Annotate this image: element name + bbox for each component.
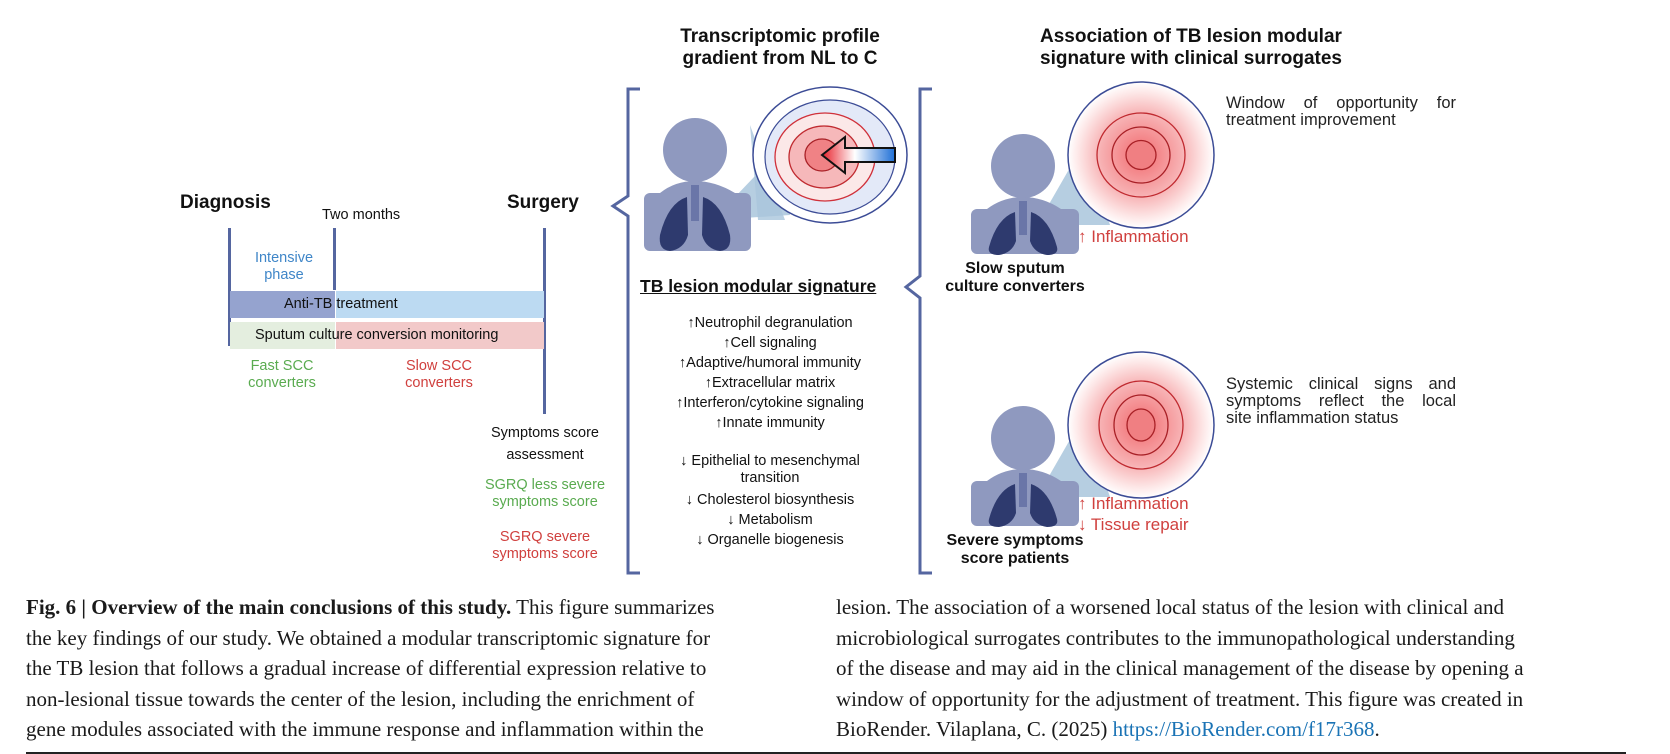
up-item: ↑Interferon/cytokine signaling [676, 395, 864, 411]
lesion-gradient-figure [644, 86, 908, 251]
systemic-signs-note: Systemic clinical signs and symptoms ref… [1226, 375, 1456, 427]
up-item: ↑Innate immunity [715, 415, 825, 431]
up-item: ↑Cell signaling [723, 335, 817, 351]
up-item: ↑Neutrophil degranulation [687, 315, 853, 331]
lesion-icon [1067, 351, 1215, 499]
treatment-bar-continuation [336, 291, 544, 318]
two-months-line [333, 228, 336, 290]
treatment-bar-intensive [230, 291, 335, 318]
person-icon [971, 134, 1079, 255]
person-icon [644, 118, 751, 251]
figure-label: Fig. 6 | Overview of the main conclusion… [26, 595, 512, 619]
gradient-arrow-icon [820, 134, 896, 176]
up-item: ↑Adaptive/humoral immunity [678, 355, 862, 371]
two-months-label: Two months [322, 207, 401, 223]
sputum-monitoring-label: Sputum culture conversion monitoring [255, 327, 499, 343]
association-title: Association of TB lesion modular signatu… [1040, 26, 1342, 69]
intensive-phase-label: Intensive phase [254, 250, 314, 283]
inflammation-marker-top: ↑ Inflammation [1078, 227, 1189, 246]
diagnosis-label: Diagnosis [180, 192, 271, 213]
biorender-link[interactable]: https://BioRender.com/f17r368 [1112, 717, 1375, 741]
sputum-bar-slow [336, 322, 544, 349]
left-lung-icon [988, 484, 1016, 527]
surgery-label: Surgery [507, 192, 579, 213]
down-item: ↓ Organelle biogenesis [696, 532, 844, 548]
tissue-repair-marker: ↓ Tissue repair [1078, 515, 1189, 534]
caption-right-column: lesion. The association of a worsened lo… [836, 595, 1524, 741]
symptoms-assessment-label: Symptoms score assessment [491, 425, 599, 463]
left-lung-icon [659, 197, 688, 251]
sgrq-less-severe-label: SGRQ less severe symptoms score [484, 477, 606, 510]
inflammation-marker-bottom: ↑ Inflammation [1078, 494, 1189, 513]
right-lung-icon [1030, 484, 1058, 527]
bottom-markers: ↑ Inflammation ↓ Tissue repair [1078, 493, 1189, 535]
caption-left-column: Fig. 6 | Overview of the main conclusion… [26, 595, 715, 741]
severe-symptoms-label: Severe symptoms score patients [946, 532, 1084, 567]
left-lung-icon [988, 212, 1016, 255]
sgrq-severe-label: SGRQ severe symptoms score [492, 529, 598, 562]
down-item: ↓ Metabolism [727, 512, 813, 528]
caption-divider [26, 752, 1626, 754]
surgery-line [543, 228, 546, 414]
diagnosis-line [228, 228, 231, 346]
down-item: ↓ Epithelial to mesenchymal [680, 453, 860, 469]
transcriptomic-title: Transcriptomic profile gradient from NL … [680, 26, 880, 69]
window-of-opportunity-note: Window of opportunity for treatment impr… [1226, 94, 1456, 129]
severe-symptoms-figure [971, 351, 1215, 527]
up-item: ↑Extracellular matrix [704, 375, 836, 391]
down-regulated-list: ↓ Epithelial to mesenchymal transition ↓… [640, 453, 900, 550]
signature-title: TB lesion modular signature [640, 276, 877, 296]
slow-scc-label: Slow SCC converters [405, 358, 473, 391]
lesion-icon [1067, 81, 1215, 229]
right-lung-icon [1030, 212, 1058, 255]
slow-converters-label: Slow sputum culture converters [945, 260, 1085, 295]
slow-converters-figure [971, 81, 1215, 255]
sputum-bar-fast [230, 322, 335, 349]
fast-scc-label: Fast SCC converters [248, 358, 316, 391]
left-bracket [610, 87, 640, 575]
anti-tb-treatment-label: Anti-TB treatment [284, 296, 398, 312]
down-item: transition [740, 470, 800, 486]
person-icon [971, 406, 1079, 527]
right-lung-icon [702, 197, 731, 251]
up-regulated-list: ↑Neutrophil degranulation ↑Cell signalin… [640, 313, 900, 433]
right-bracket [903, 87, 932, 575]
down-item: ↓ Cholesterol biosynthesis [685, 492, 855, 508]
